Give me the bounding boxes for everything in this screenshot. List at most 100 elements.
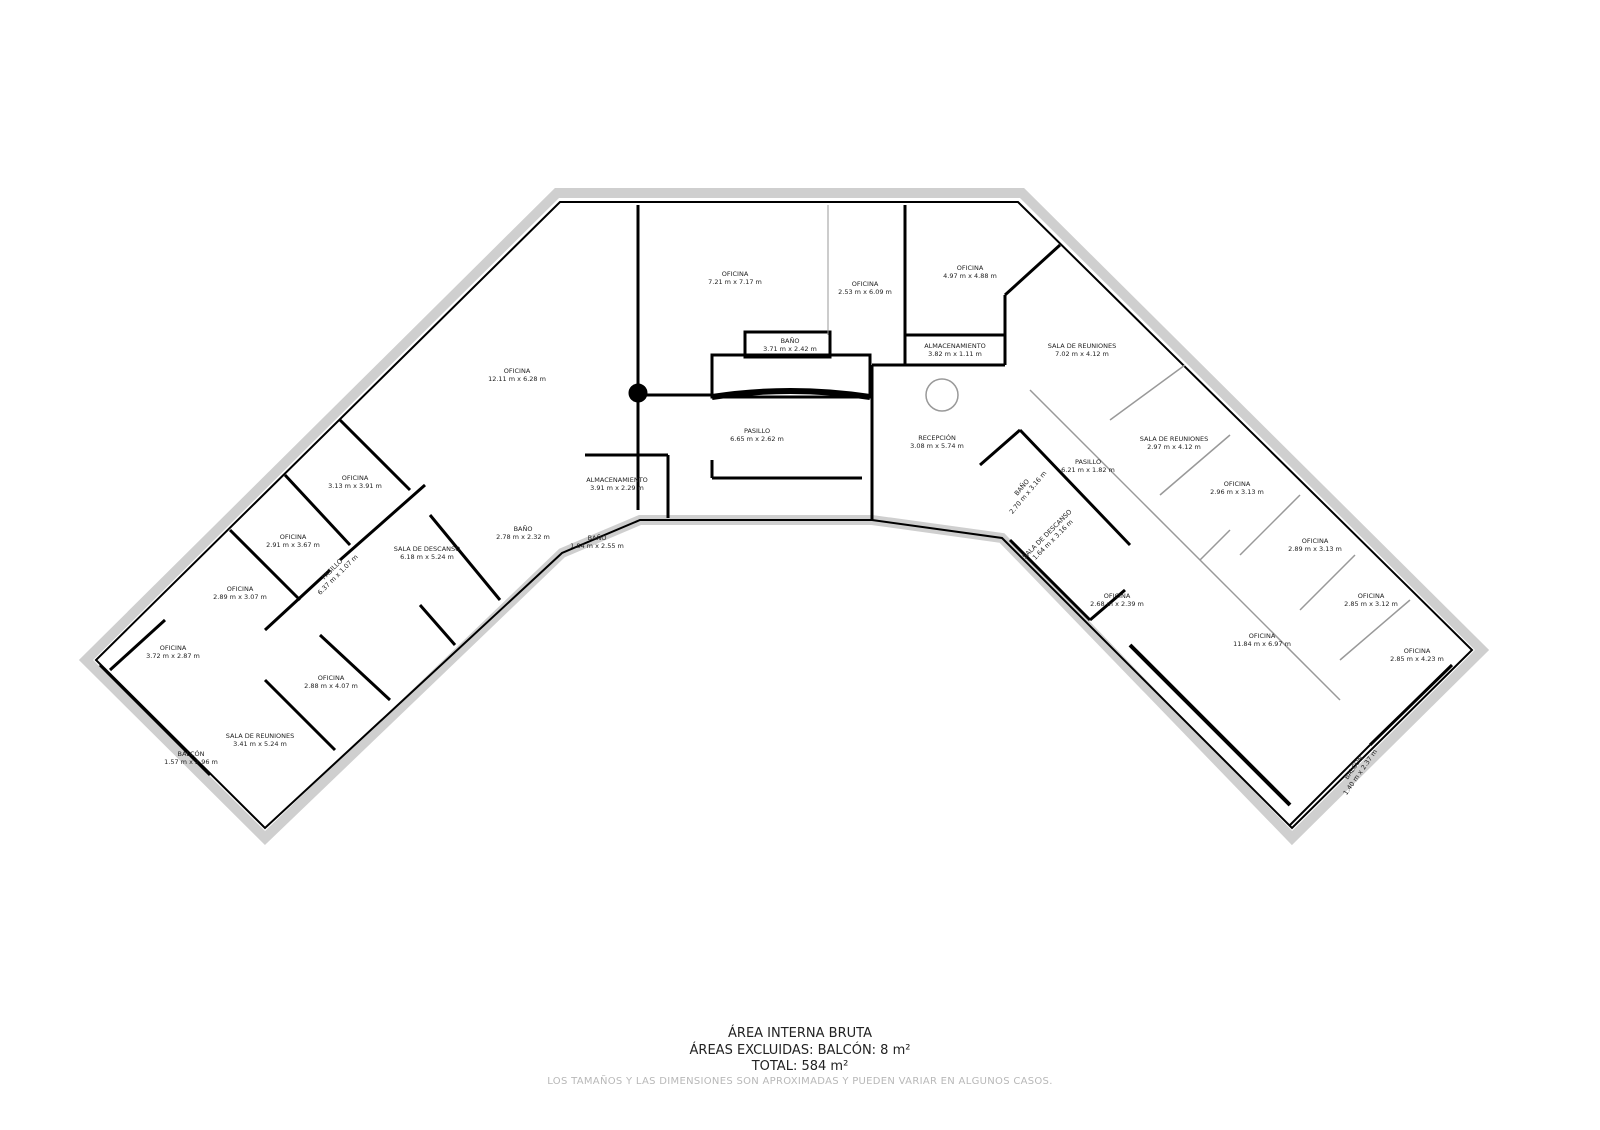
room-name: OFICINA <box>1302 537 1329 545</box>
room-name: RECEPCIÓN <box>918 433 956 442</box>
room-dimensions: 2.78 m x 2.32 m <box>496 533 550 541</box>
room-dimensions: 2.68 m x 2.39 m <box>1090 600 1144 608</box>
room-name: OFICINA <box>227 585 254 593</box>
excluded-areas: ÁREAS EXCLUIDAS: BALCÓN: 8 m² <box>689 1043 911 1058</box>
room-dimensions: 2.85 m x 4.23 m <box>1390 655 1444 663</box>
room-dimensions: 2.53 m x 6.09 m <box>838 288 892 296</box>
room-dimensions: 2.96 m x 3.13 m <box>1210 488 1264 496</box>
room-name: PASILLO <box>1075 458 1101 466</box>
room-dimensions: 7.02 m x 4.12 m <box>1055 350 1109 358</box>
room-dimensions: 2.89 m x 3.13 m <box>1288 545 1342 553</box>
interior-walls-left <box>98 205 640 777</box>
room-name: OFICINA <box>160 644 187 652</box>
room-dimensions: 7.21 m x 7.17 m <box>708 278 762 286</box>
room-name: OFICINA <box>1249 632 1276 640</box>
room-dimensions: 2.89 m x 3.07 m <box>213 593 267 601</box>
room-name: OFICINA <box>342 474 369 482</box>
room-name: SALA DE REUNIONES <box>1140 435 1209 443</box>
total-area: TOTAL: 584 m² <box>751 1059 849 1074</box>
room-dimensions: 6.18 m x 5.24 m <box>400 553 454 561</box>
room-name: OFICINA <box>318 674 345 682</box>
room-dimensions: 2.85 m x 3.12 m <box>1344 600 1398 608</box>
room-name: BAÑO <box>514 524 533 533</box>
room-dimensions: 3.08 m x 5.74 m <box>910 442 964 450</box>
building-outline <box>78 188 1490 846</box>
room-dimensions: 3.91 m x 2.29 m <box>590 484 644 492</box>
room-name: SALA DE DESCANSO <box>394 545 460 553</box>
room-dimensions: 6.65 m x 2.62 m <box>730 435 784 443</box>
room-dimensions: 11.84 m x 6.97 m <box>1233 640 1291 648</box>
light-partitions <box>925 364 1411 701</box>
room-dimensions: 2.97 m x 4.12 m <box>1147 443 1201 451</box>
room-name: OFICINA <box>957 264 984 272</box>
room-name: SALA DE REUNIONES <box>226 732 295 740</box>
room-dimensions: 3.41 m x 5.24 m <box>233 740 287 748</box>
room-dimensions: 2.91 m x 3.67 m <box>266 541 320 549</box>
room-name: PASILLO <box>744 427 770 435</box>
room-dimensions: 3.71 m x 2.42 m <box>763 345 817 353</box>
room-name: OFICINA <box>1224 480 1251 488</box>
room-dimensions: 1.84 m x 2.55 m <box>570 542 624 550</box>
room-name: SALA DE DESCANSO <box>1021 508 1074 561</box>
room-name: OFICINA <box>504 367 531 375</box>
room-name: ALMACENAMIENTO <box>586 476 648 484</box>
interior-walls-right <box>979 428 1454 826</box>
room-dimensions: 12.11 m x 6.28 m <box>488 375 546 383</box>
room-name: ALMACENAMIENTO <box>924 342 986 350</box>
walls <box>78 188 1490 846</box>
room-dimensions: 1.57 m x 2.96 m <box>164 758 218 766</box>
room-dimensions: 2.88 m x 4.07 m <box>304 682 358 690</box>
interior-walls-center <box>585 205 1062 520</box>
room-dimensions: 3.72 m x 2.87 m <box>146 652 200 660</box>
room-name: OFICINA <box>852 280 879 288</box>
room-dimensions: 3.13 m x 3.91 m <box>328 482 382 490</box>
room-name: BAÑO <box>588 533 607 542</box>
room-dimensions: 6.21 m x 1.82 m <box>1061 466 1115 474</box>
room-name: OFICINA <box>1104 592 1131 600</box>
room-name: OFICINA <box>722 270 749 278</box>
room-name: BALCÓN <box>177 749 204 758</box>
gross-internal-area-title: ÁREA INTERNA BRUTA <box>728 1026 872 1041</box>
room-name: OFICINA <box>280 533 307 541</box>
disclaimer: LOS TAMAÑOS Y LAS DIMENSIONES SON APROXI… <box>547 1076 1053 1087</box>
room-dimensions: 4.97 m x 4.88 m <box>943 272 997 280</box>
room-name: BAÑO <box>781 336 800 345</box>
room-dimensions: 3.82 m x 1.11 m <box>928 350 982 358</box>
room-name: SALA DE REUNIONES <box>1048 342 1117 350</box>
room-name: OFICINA <box>1358 592 1385 600</box>
room-name: OFICINA <box>1404 647 1431 655</box>
